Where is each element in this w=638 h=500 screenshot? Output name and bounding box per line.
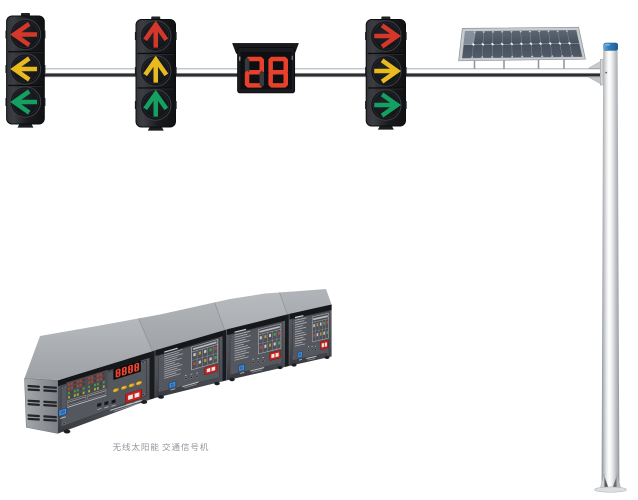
module-1-controls xyxy=(58,360,145,425)
countdown-timer xyxy=(232,43,299,94)
signal-head-up xyxy=(134,16,177,131)
green-up-arrow-lamp xyxy=(140,89,172,121)
input-connector xyxy=(58,407,68,420)
signal-pole xyxy=(594,42,627,493)
pole-shaft xyxy=(601,49,620,488)
countdown-digits xyxy=(244,56,288,88)
product-caption xyxy=(112,442,209,451)
yellow-left-arrow-lamp xyxy=(9,53,42,85)
green-left-arrow-lamp xyxy=(9,86,42,118)
status-led-grid xyxy=(68,372,105,399)
red-up-arrow-lamp xyxy=(140,20,172,52)
module-gaps xyxy=(149,313,290,400)
module-top-seams xyxy=(138,290,288,352)
yellow-up-arrow-lamp xyxy=(140,55,172,87)
solar-panel xyxy=(458,26,586,69)
signal-controller xyxy=(24,289,332,434)
red-right-arrow-lamp xyxy=(370,20,402,52)
pole-base xyxy=(594,473,627,493)
setting-buttons xyxy=(112,380,143,393)
signal-head-right xyxy=(365,16,407,130)
solar-panel-legs xyxy=(473,59,565,69)
main-power-switch xyxy=(125,389,143,406)
vent-slots xyxy=(27,384,57,422)
solar-cell-grid xyxy=(463,30,580,59)
module-1-screws xyxy=(62,361,145,425)
controller-top-face xyxy=(24,289,332,381)
brand-text-line-m1 xyxy=(110,399,143,412)
signal-head-left xyxy=(5,13,46,128)
yellow-right-arrow-lamp xyxy=(370,55,402,87)
controller-display-digits xyxy=(115,362,140,378)
bracket-bolt xyxy=(605,71,608,74)
function-buttons xyxy=(96,398,117,411)
mast-arm xyxy=(8,68,603,78)
signal-heads xyxy=(5,13,407,131)
green-right-arrow-lamp xyxy=(370,89,402,121)
red-left-arrow-lamp xyxy=(9,18,42,51)
module-feet xyxy=(63,356,330,434)
